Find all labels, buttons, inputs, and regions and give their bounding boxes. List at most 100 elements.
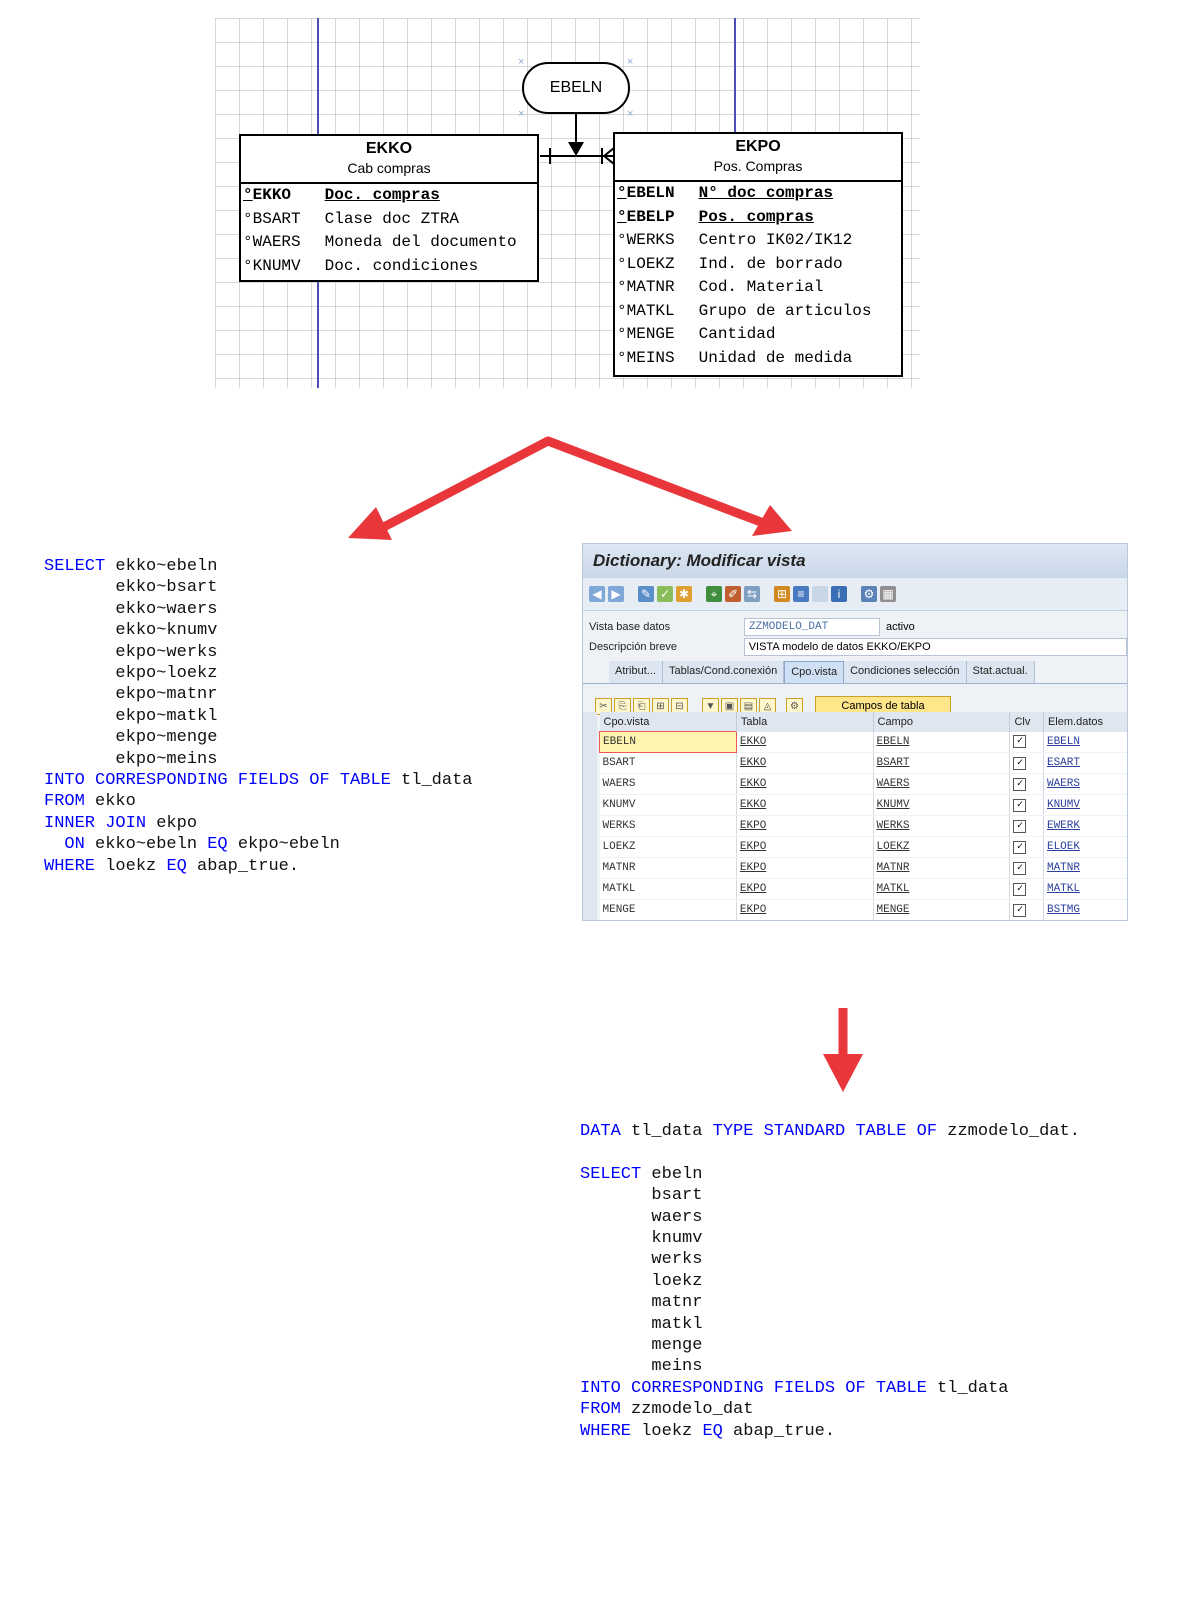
column-header[interactable]: Elem.datos bbox=[1043, 712, 1127, 732]
table-cell[interactable]: EKKO bbox=[736, 752, 874, 774]
data-element-cell[interactable]: BSTME bbox=[1043, 921, 1128, 922]
navigation-icon[interactable]: ⇆ bbox=[744, 586, 760, 602]
data-element-cell[interactable]: KNUMV bbox=[1043, 794, 1127, 816]
display-change-icon[interactable]: ✎ bbox=[638, 586, 654, 602]
data-element-cell[interactable]: MATNR bbox=[1043, 857, 1127, 879]
key-checkbox[interactable]: ✓ bbox=[1013, 882, 1027, 896]
key-checkbox[interactable]: ✓ bbox=[1013, 903, 1027, 917]
view-field-cell[interactable]: WAERS bbox=[599, 773, 737, 795]
key-checkbox-cell[interactable]: ✓ bbox=[1009, 857, 1044, 879]
field-cell[interactable]: EBELN bbox=[873, 731, 1011, 753]
info-icon[interactable]: i bbox=[831, 586, 847, 602]
key-checkbox-cell[interactable]: ✓ bbox=[1010, 921, 1044, 922]
column-header[interactable]: Clv bbox=[1009, 712, 1044, 732]
key-checkbox-cell[interactable]: ✓ bbox=[1009, 731, 1044, 753]
contents-icon[interactable]: ≡ bbox=[793, 586, 809, 602]
tab-3[interactable]: Condiciones selección bbox=[844, 661, 967, 683]
view-field-cell[interactable]: EBELN bbox=[599, 731, 737, 753]
table-cell[interactable]: EKPO bbox=[736, 857, 874, 879]
column-header[interactable]: Cpo.vista bbox=[599, 712, 737, 732]
data-element-cell[interactable]: WAERS bbox=[1043, 773, 1127, 795]
view-field-cell[interactable]: MEINS bbox=[600, 921, 737, 922]
field-cell[interactable]: MEINS bbox=[873, 921, 1010, 922]
view-name-field[interactable]: ZZMODELO_DAT bbox=[744, 618, 880, 636]
view-field-cell[interactable]: MATNR bbox=[599, 857, 737, 879]
activate-icon[interactable]: ✱ bbox=[676, 586, 692, 602]
field-cell[interactable]: WAERS bbox=[873, 773, 1011, 795]
key-checkbox-cell[interactable]: ✓ bbox=[1009, 878, 1044, 900]
data-element-cell[interactable]: BSTMG bbox=[1043, 899, 1127, 920]
view-field-cell[interactable]: WERKS bbox=[599, 815, 737, 837]
key-checkbox[interactable]: ✓ bbox=[1013, 735, 1027, 749]
edit-pencil-icon[interactable]: ✐ bbox=[725, 586, 741, 602]
table-cell[interactable]: EKKO bbox=[736, 794, 874, 816]
key-checkbox[interactable]: ✓ bbox=[1013, 861, 1027, 875]
field-cell[interactable]: MENGE bbox=[873, 899, 1011, 920]
key-checkbox[interactable]: ✓ bbox=[1013, 756, 1027, 770]
view-field-cell[interactable]: KNUMV bbox=[599, 794, 737, 816]
data-element-cell[interactable]: EBELN bbox=[1043, 731, 1127, 753]
field-cell[interactable]: MATNR bbox=[873, 857, 1011, 879]
table-cell[interactable]: EKPO bbox=[736, 878, 874, 900]
key-checkbox[interactable]: ✓ bbox=[1013, 798, 1027, 812]
tab-0[interactable]: Atribut... bbox=[609, 661, 663, 683]
key-checkbox-cell[interactable]: ✓ bbox=[1009, 752, 1044, 774]
where-used-icon[interactable]: ⌖ bbox=[706, 586, 722, 602]
key-checkbox-cell[interactable]: ✓ bbox=[1009, 899, 1044, 920]
key-checkbox[interactable]: ✓ bbox=[1013, 777, 1027, 791]
table-cell[interactable]: EKPO bbox=[736, 815, 874, 837]
view-field-cell[interactable]: MATKL bbox=[599, 878, 737, 900]
tab-2[interactable]: Cpo.vista bbox=[784, 661, 845, 683]
entity-ebeln[interactable]: EBELN bbox=[522, 62, 630, 114]
back-icon[interactable]: ◀ bbox=[589, 586, 605, 602]
short-desc-field[interactable]: VISTA modelo de datos EKKO/EKPO bbox=[743, 638, 1127, 656]
technical-settings-icon[interactable]: ⚙ bbox=[861, 586, 877, 602]
window-icon[interactable] bbox=[812, 586, 828, 602]
key-checkbox-cell[interactable]: ✓ bbox=[1009, 815, 1044, 837]
table-cell[interactable]: EKPO bbox=[736, 921, 873, 922]
table-row[interactable]: MEINSEKPOMEINS✓BSTME bbox=[600, 921, 1129, 922]
check-icon[interactable]: ✓ bbox=[657, 586, 673, 602]
data-element-cell[interactable]: ELOEK bbox=[1043, 836, 1127, 858]
table-icon[interactable]: ▦ bbox=[880, 586, 896, 602]
data-element-cell[interactable]: MATKL bbox=[1043, 878, 1127, 900]
hierarchy-icon[interactable]: ⊞ bbox=[774, 586, 790, 602]
field-cell[interactable]: MATKL bbox=[873, 878, 1011, 900]
table-cell[interactable]: EKKO bbox=[736, 773, 874, 795]
data-element-cell[interactable]: ESART bbox=[1043, 752, 1127, 774]
field-cell[interactable]: WERKS bbox=[873, 815, 1011, 837]
table-cell[interactable]: EKPO bbox=[736, 836, 874, 858]
view-field-cell[interactable]: BSART bbox=[599, 752, 737, 774]
view-field-cell[interactable]: LOEKZ bbox=[599, 836, 737, 858]
field-cell[interactable]: BSART bbox=[873, 752, 1011, 774]
tab-4[interactable]: Stat.actual. bbox=[966, 661, 1035, 683]
row-selector-column[interactable] bbox=[583, 712, 597, 920]
key-checkbox[interactable]: ✓ bbox=[1013, 840, 1027, 854]
forward-icon[interactable]: ▶ bbox=[608, 586, 624, 602]
table-cell[interactable]: EKPO bbox=[736, 899, 874, 920]
field-cell[interactable]: KNUMV bbox=[873, 794, 1011, 816]
key-checkbox-cell[interactable]: ✓ bbox=[1009, 773, 1044, 795]
key-checkbox-cell[interactable]: ✓ bbox=[1009, 794, 1044, 816]
tab-1[interactable]: Tablas/Cond.conexión bbox=[662, 661, 785, 683]
